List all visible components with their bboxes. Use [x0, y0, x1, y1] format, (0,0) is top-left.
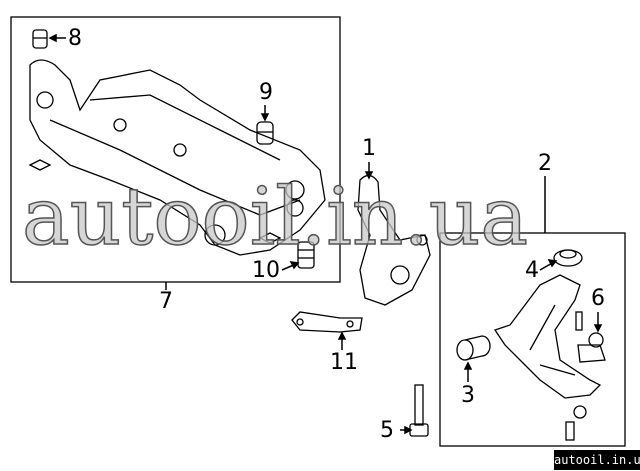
site-badge: autooil.in.ua — [554, 450, 640, 470]
bushing-4 — [553, 249, 583, 267]
callout-8: 8 — [68, 26, 82, 51]
small-bolt — [565, 311, 587, 441]
callout-11: 11 — [330, 350, 358, 375]
watermark: autooil.in.ua — [21, 170, 529, 263]
lower-arm-group-box — [439, 232, 626, 447]
subframe-part — [28, 59, 326, 256]
callout-10: 10 — [252, 258, 280, 283]
bolt-10 — [297, 241, 315, 269]
callout-4: 4 — [525, 258, 539, 283]
callout-2: 2 — [538, 151, 552, 176]
ball-joint-6 — [577, 332, 606, 363]
knuckle-1 — [357, 174, 431, 306]
bolt-5 — [409, 384, 429, 437]
bushing-8 — [32, 29, 48, 49]
callout-6: 6 — [591, 286, 605, 311]
callout-1: 1 — [362, 136, 376, 161]
callout-3: 3 — [461, 383, 475, 408]
subframe-group-box — [10, 16, 341, 283]
bushing-3 — [456, 335, 491, 361]
leader-lines — [48, 33, 603, 435]
callout-9: 9 — [259, 80, 273, 105]
lower-arm — [493, 274, 602, 399]
callout-5: 5 — [380, 418, 394, 443]
bracket-11 — [291, 311, 363, 333]
bushing-9 — [256, 121, 274, 145]
callout-7: 7 — [159, 289, 173, 314]
